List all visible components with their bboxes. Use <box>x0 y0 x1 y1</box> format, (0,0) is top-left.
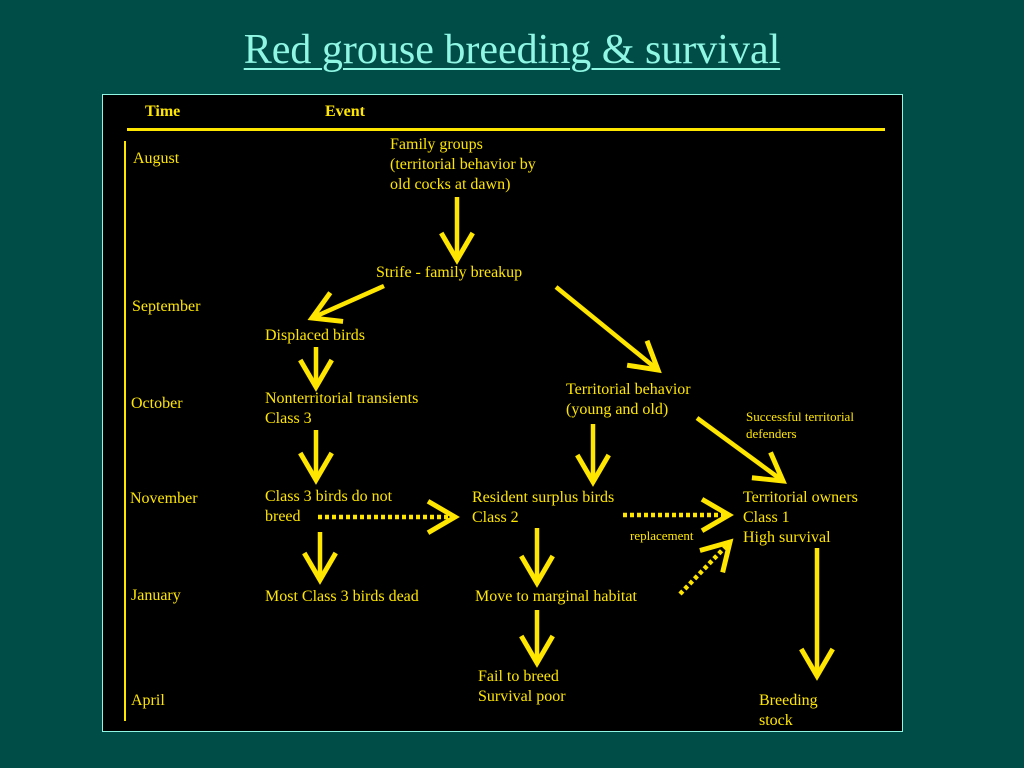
month-april: April <box>131 692 165 709</box>
header-rule <box>127 128 885 131</box>
diagram-panel: Time Event August September October Nove… <box>102 94 903 732</box>
month-november: November <box>130 490 198 507</box>
node-class3-dead: Most Class 3 birds dead <box>265 588 419 605</box>
node-resident-surplus: Resident surplus birds Class 2 <box>472 489 615 526</box>
node-breeding-stock: Breeding stock <box>759 692 818 729</box>
node-displaced-birds: Displaced birds <box>265 327 365 344</box>
node-class3-no-breed: Class 3 birds do not breed <box>265 488 393 525</box>
node-territorial-owners: Territorial owners Class 1 High survival <box>743 489 858 546</box>
month-september: September <box>132 298 201 315</box>
node-nonterritorial-transients: Nonterritorial transients Class 3 <box>265 390 419 427</box>
month-october: October <box>131 395 183 412</box>
time-header: Time <box>145 103 181 120</box>
label-replacement: replacement <box>630 528 694 543</box>
node-fail-to-breed: Fail to breed Survival poor <box>478 668 566 705</box>
month-january: January <box>131 587 181 604</box>
node-successful-defenders: Successful territorial defenders <box>746 409 854 441</box>
arrow-defenders-to-owners <box>695 416 787 484</box>
node-strife: Strife - family breakup <box>376 264 523 281</box>
arrow-strife-to-territorial <box>554 285 662 374</box>
page-title: Red grouse breeding & survival <box>243 27 781 73</box>
event-header: Event <box>325 103 365 120</box>
node-territorial-behavior: Territorial behavior (young and old) <box>566 381 691 418</box>
timeline-rule <box>124 141 126 721</box>
dashed-arrow-marginal-to-owners <box>678 538 734 596</box>
month-august: August <box>133 150 180 167</box>
node-family-groups: Family groups (territorial behavior by o… <box>390 136 536 193</box>
node-marginal-habitat: Move to marginal habitat <box>475 588 637 605</box>
arrow-strife-to-displaced <box>307 283 385 324</box>
